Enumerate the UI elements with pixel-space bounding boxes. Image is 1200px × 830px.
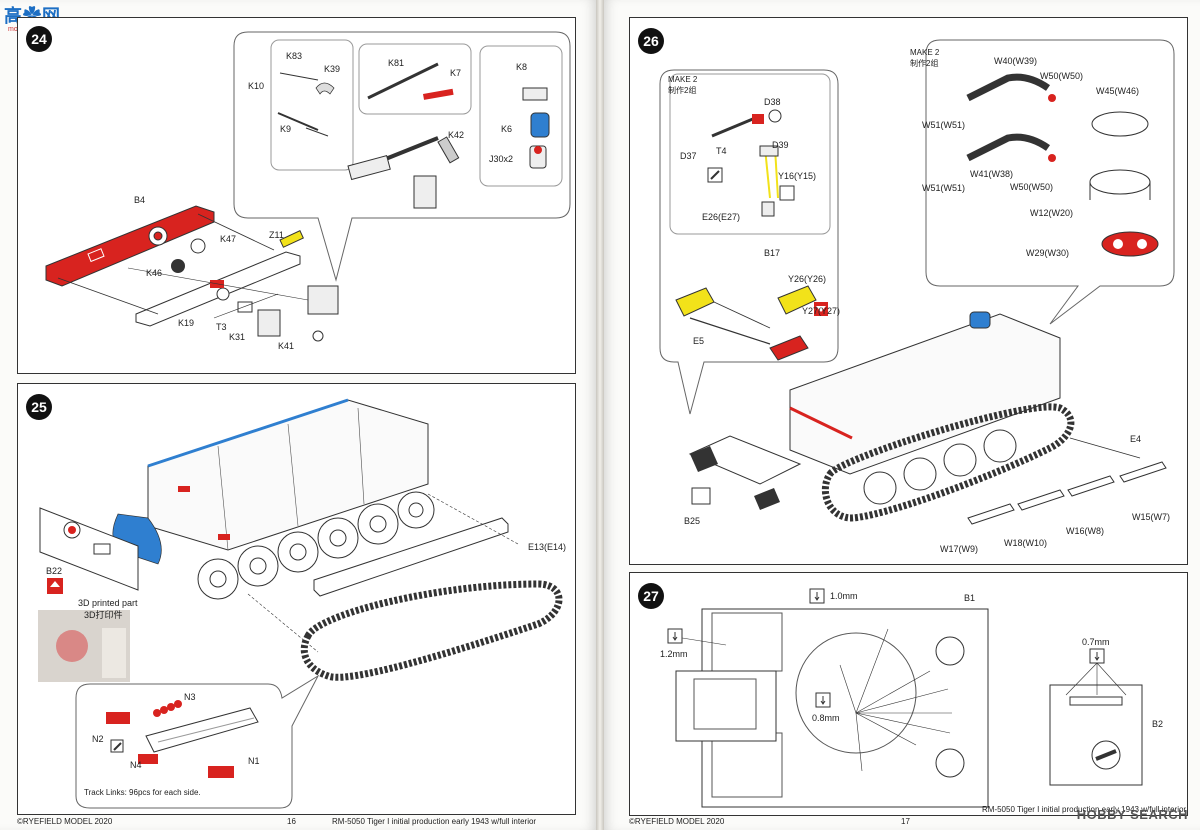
label-w41: W41(W38) (970, 169, 1014, 179)
make2-left-label: MAKE 2 (668, 75, 698, 84)
label-n4: N4 (130, 760, 142, 770)
track-links-note: Track Links: 96pcs for each side. (84, 788, 201, 797)
label-printed-cn: 3D打印件 (84, 610, 123, 620)
page-number: 17 (901, 817, 910, 826)
label-k19: K19 (178, 318, 195, 328)
step-25-panel: 25 (17, 383, 576, 815)
footer-product: RM-5050 Tiger I initial production early… (332, 817, 537, 826)
label-d37: D37 (680, 151, 697, 161)
label-n1: N1 (248, 756, 260, 766)
label-w16: W16(W8) (1066, 526, 1104, 536)
label-d38: D38 (764, 97, 781, 107)
step-25-number: 25 (26, 394, 52, 420)
make2-right-cn: 制作2组 (910, 59, 939, 68)
footer-product: RM-5050 Tiger I initial production early… (982, 805, 1187, 814)
label-w15: W15(W7) (1132, 512, 1170, 522)
label-k6: K6 (501, 124, 513, 134)
label-k7: K7 (450, 68, 462, 78)
footer-copyright: ©RYEFIELD MODEL 2020 (17, 817, 113, 826)
label-j30: J30x2 (489, 154, 514, 164)
label-w51b: W51(W51) (922, 183, 966, 193)
label-b1: B1 (964, 593, 976, 603)
label-n3: N3 (184, 692, 196, 702)
step-26-number: 26 (638, 28, 664, 54)
label-d39: D39 (772, 140, 789, 150)
label-b2: B2 (1152, 719, 1164, 729)
step-27-panel: 27 (629, 572, 1188, 816)
step-25-drawing (38, 398, 563, 809)
step-26-drawing (659, 39, 1175, 525)
label-b22: B22 (46, 566, 63, 576)
label-k81: K81 (388, 58, 405, 68)
step-27-drawing (667, 588, 1143, 808)
label-z11: Z11 (269, 230, 284, 240)
label-e26: E26(E27) (702, 212, 741, 222)
footer-copyright: ©RYEFIELD MODEL 2020 (629, 817, 725, 826)
make2-right-label: MAKE 2 (910, 48, 940, 57)
label-b4: B4 (134, 195, 146, 205)
label-dim-1-2: 1.2mm (660, 649, 688, 659)
label-k41: K41 (278, 341, 295, 351)
step-26-panel: 26 (629, 17, 1188, 565)
label-y26: Y26(Y26) (788, 274, 827, 284)
label-k46: K46 (146, 268, 163, 278)
label-dim-1-0: 1.0mm (830, 591, 858, 601)
step-24-number: 24 (26, 26, 52, 52)
step-27-number: 27 (638, 583, 664, 609)
step-24-drawing (45, 31, 571, 342)
label-y27: Y27(Y27) (802, 306, 841, 316)
make2-left-cn: 制作2组 (668, 86, 697, 95)
label-k8: K8 (516, 62, 528, 72)
label-k83: K83 (286, 51, 303, 61)
label-b25: B25 (684, 516, 701, 526)
label-w45: W45(W46) (1096, 86, 1140, 96)
label-k10: K10 (248, 81, 265, 91)
book-spine (596, 0, 604, 830)
label-e13: E13(E14) (528, 542, 567, 552)
label-k39: K39 (324, 64, 341, 74)
label-e5: E5 (693, 336, 705, 346)
label-w40: W40(W39) (994, 56, 1038, 66)
label-e4: E4 (1130, 434, 1142, 444)
step-24-panel: 24 (17, 17, 576, 374)
label-k47: K47 (220, 234, 237, 244)
label-w18: W18(W10) (1004, 538, 1048, 548)
label-w50a: W50(W50) (1040, 71, 1084, 81)
label-w12: W12(W20) (1030, 208, 1074, 218)
right-page: 26 (604, 0, 1200, 830)
label-t4: T4 (716, 146, 727, 156)
label-w29: W29(W30) (1026, 248, 1070, 258)
label-b17: B17 (764, 248, 781, 258)
label-t3: T3 (216, 322, 227, 332)
label-printed-en: 3D printed part (78, 598, 138, 608)
label-y16: Y16(Y15) (778, 171, 817, 181)
left-page: 高✿网 moo-shop.net 24 (0, 0, 596, 830)
label-w51a: W51(W51) (922, 120, 966, 130)
label-k42: K42 (448, 130, 465, 140)
label-w17: W17(W9) (940, 544, 978, 554)
label-w50b: W50(W50) (1010, 182, 1054, 192)
label-k31: K31 (229, 332, 246, 342)
label-k9: K9 (280, 124, 292, 134)
label-dim-0-7: 0.7mm (1082, 637, 1110, 647)
hobby-search-logo: HOBBY SEARCH (1076, 807, 1188, 822)
label-n2: N2 (92, 734, 104, 744)
label-dim-0-8: 0.8mm (812, 713, 840, 723)
page-number: 16 (287, 817, 296, 826)
